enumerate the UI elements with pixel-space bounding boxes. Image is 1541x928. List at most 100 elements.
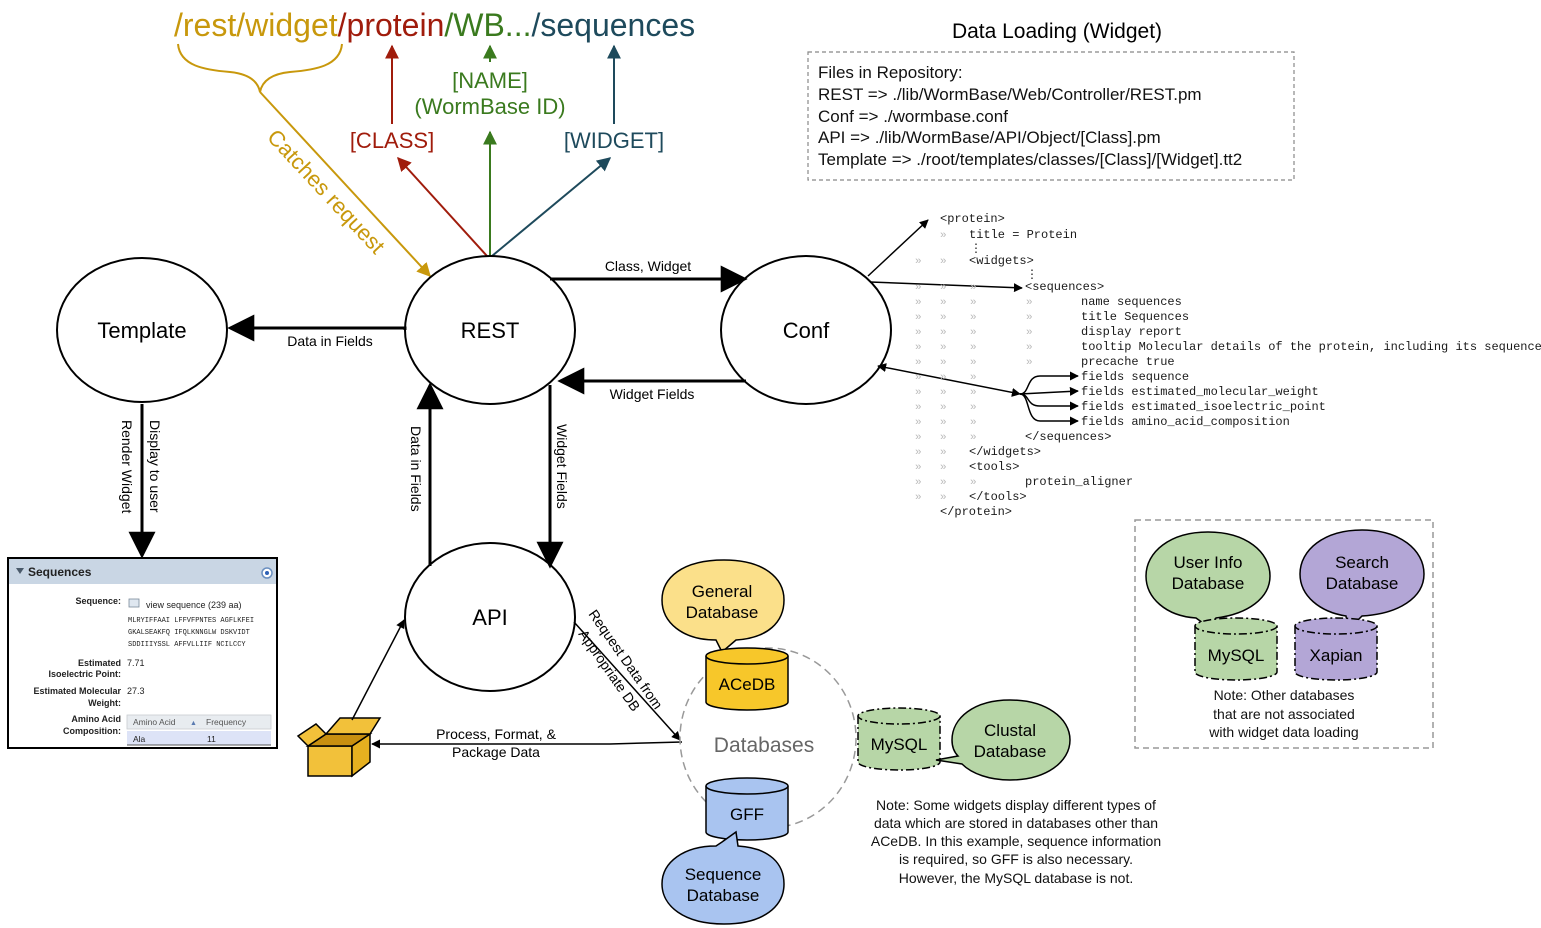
request-arrow: [573, 621, 681, 741]
name-label-2: (WormBase ID): [414, 94, 565, 119]
diagram-title: Data Loading (Widget): [952, 20, 1162, 43]
sequence-link[interactable]: view sequence (239 aa): [146, 600, 242, 610]
svg-text:»: »: [915, 387, 922, 399]
mysql-other-label: MySQL: [1208, 646, 1265, 665]
svg-text:»: »: [970, 432, 977, 444]
aa-cell: Ala: [133, 734, 146, 744]
db-note-line: Note: Some widgets display different typ…: [876, 797, 1156, 813]
code-line: name sequences: [1081, 295, 1182, 309]
other-dbs-box: [1134, 519, 1434, 749]
widget-label: [WIDGET]: [564, 128, 664, 153]
sequence-link-icon: [128, 598, 140, 608]
svg-text:»: »: [915, 432, 922, 444]
code-indent-guides: » » » » » » » » » » » » » » » » » » » » » » » » » » » » » » »…: [915, 230, 1033, 504]
general-db-label-2: Database: [686, 603, 759, 622]
widget-preview: Sequences Sequence: view sequence (239 a…: [7, 557, 278, 749]
svg-text:»: »: [940, 230, 947, 242]
svg-text:»: »: [915, 492, 922, 504]
code-line: </protein>: [940, 505, 1012, 519]
svg-text:»: »: [940, 447, 947, 459]
mysql-cylinder: [857, 707, 941, 771]
acedb-label: ACeDB: [719, 675, 776, 694]
svg-text:»: »: [1026, 327, 1033, 339]
widget-fields-label-h: Widget Fields: [610, 386, 695, 402]
aa-label: Amino Acid: [71, 714, 121, 724]
code-ellipsis: ⋮: [1026, 268, 1038, 282]
svg-text:»: »: [970, 327, 977, 339]
class-label: [CLASS]: [350, 128, 434, 153]
svg-text:»: »: [915, 297, 922, 309]
sequence-label: Sequence:: [75, 596, 121, 606]
svg-text:»: »: [970, 282, 977, 294]
db-note-line: However, the MySQL database is not.: [899, 870, 1134, 886]
fields-bracket: [1019, 393, 1041, 422]
template-label: Template: [97, 318, 186, 343]
widget-arrow-down: [491, 157, 612, 257]
url-brace: [177, 43, 343, 93]
aa-table-header[interactable]: [126, 714, 272, 730]
svg-text:»: »: [940, 372, 947, 384]
svg-text:»: »: [940, 312, 947, 324]
display-label-1: Display to user: [147, 420, 163, 513]
code-line: title = Protein: [969, 228, 1077, 242]
sort-icon: ▲: [190, 720, 197, 727]
class-widget-label: Class, Widget: [605, 258, 691, 274]
code-line: fields estimated_molecular_weight: [1081, 385, 1319, 399]
process-label-1: Process, Format, &: [436, 726, 556, 742]
iso-label: Isoelectric Point:: [48, 669, 121, 679]
svg-text:»: »: [940, 477, 947, 489]
sequence-text-line: GKALSEAKFQ IFQLKNNGLW DSKVIDT: [128, 629, 250, 637]
code-line: </widgets>: [969, 445, 1041, 459]
process-arrow: [371, 739, 683, 749]
gff-label: GFF: [730, 805, 764, 824]
fields-arrow: [1019, 386, 1079, 396]
conf-code-arrow: [867, 219, 929, 277]
api-label: API: [472, 605, 507, 630]
svg-text:»: »: [940, 417, 947, 429]
url-protein: protein: [347, 7, 445, 43]
acedb-cylinder: [705, 647, 789, 711]
search-db-label-2: Database: [1326, 574, 1399, 593]
sequence-db-bubble: [661, 830, 785, 925]
repo-line: API => ./lib/WormBase/API/Object/[Class]…: [818, 128, 1161, 147]
svg-text:»: »: [940, 297, 947, 309]
url-rest-widget: /rest/widget: [174, 7, 338, 43]
other-note-line: with widget data loading: [1208, 724, 1358, 740]
svg-text:»: »: [915, 402, 922, 414]
db-note: Note: Some widgets display different typ…: [871, 797, 1161, 886]
conf-label: Conf: [783, 318, 830, 343]
url-wb: WB...: [453, 7, 531, 43]
svg-text:»: »: [915, 327, 922, 339]
conf-node: [720, 255, 892, 405]
svg-text:»: »: [915, 256, 922, 268]
svg-text:»: »: [915, 447, 922, 459]
svg-text:»: »: [940, 432, 947, 444]
svg-text:»: »: [1026, 297, 1033, 309]
svg-text:»: »: [940, 402, 947, 414]
svg-text:»: »: [970, 342, 977, 354]
code-line: <tools>: [969, 460, 1019, 474]
mysql-label: MySQL: [871, 735, 928, 754]
sequence-db-label-2: Database: [687, 886, 760, 905]
aa-cell: 11: [207, 734, 216, 744]
svg-text:»: »: [970, 417, 977, 429]
svg-text:»: »: [940, 342, 947, 354]
repo-line: Template => ./root/templates/classes/[Cl…: [818, 150, 1242, 169]
aa-col-header: Frequency: [206, 717, 247, 727]
svg-text:»: »: [1026, 342, 1033, 354]
search-db-label-1: Search: [1335, 553, 1389, 572]
code-line: <sequences>: [1025, 280, 1104, 294]
svg-text:»: »: [915, 477, 922, 489]
clustal-db-bubble: [935, 699, 1071, 781]
db-note-line: data which are stored in databases other…: [874, 815, 1158, 831]
svg-text:»: »: [940, 357, 947, 369]
svg-text:»: »: [915, 342, 922, 354]
userinfo-db-label-2: Database: [1172, 574, 1245, 593]
url-path: /rest/widget/protein/WB.../sequences: [174, 7, 695, 43]
code-line: title Sequences: [1081, 310, 1189, 324]
code-ellipsis: ⋮: [970, 242, 982, 256]
svg-text:»: »: [940, 492, 947, 504]
general-db-bubble: [661, 559, 785, 654]
code-line: </tools>: [969, 490, 1027, 504]
svg-text:»: »: [940, 282, 947, 294]
